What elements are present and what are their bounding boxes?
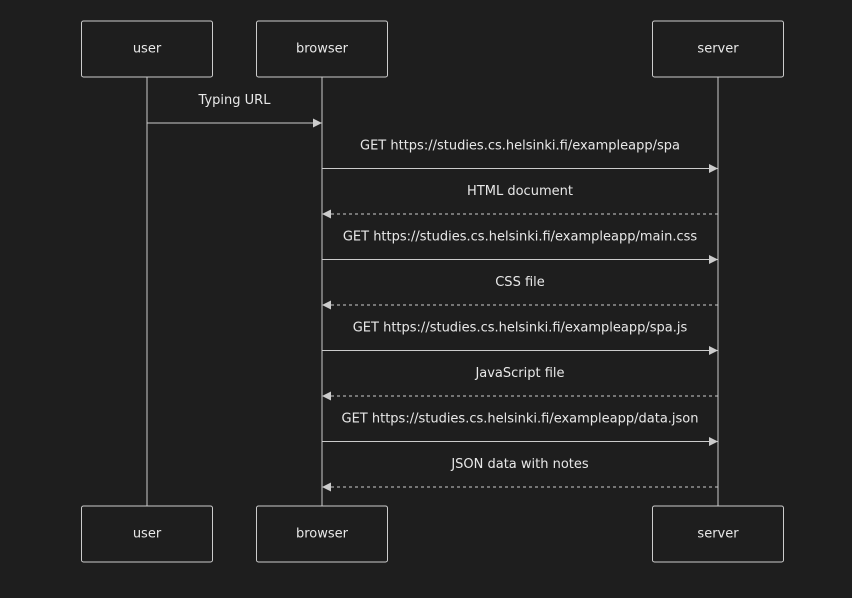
lifelines (146, 77, 719, 506)
message-label: HTML document (467, 184, 573, 199)
message-5: GET https://studies.cs.helsinki.fi/examp… (322, 321, 718, 355)
participants-bottom: user browser server (81, 505, 784, 563)
message-label: CSS file (495, 275, 545, 290)
participant-server-top: server (652, 20, 784, 78)
participant-box (256, 20, 388, 78)
message-6: JavaScript file (322, 366, 718, 401)
message-3: GET https://studies.cs.helsinki.fi/examp… (322, 230, 718, 264)
participant-box (81, 20, 213, 78)
messages: Typing URL GET https://studies.cs.helsink… (147, 93, 718, 492)
participant-user-top: user (81, 20, 213, 78)
message-label: JavaScript file (474, 366, 564, 381)
participant-label: server (697, 42, 739, 57)
participant-box (81, 505, 213, 563)
message-label: JSON data with notes (450, 457, 589, 472)
message-label: GET https://studies.cs.helsinki.fi/examp… (343, 230, 698, 245)
message-label: GET https://studies.cs.helsinki.fi/examp… (353, 321, 688, 336)
message-4: CSS file (322, 275, 718, 310)
participants-top: user browser server (81, 20, 784, 78)
participant-label: server (697, 527, 739, 542)
message-8: JSON data with notes (322, 457, 718, 492)
participant-label: browser (296, 527, 349, 542)
participant-user-bottom: user (81, 505, 213, 563)
message-label: GET https://studies.cs.helsinki.fi/examp… (360, 139, 680, 154)
message-label: GET https://studies.cs.helsinki.fi/examp… (342, 412, 699, 427)
message-1: GET https://studies.cs.helsinki.fi/examp… (322, 139, 718, 173)
message-2: HTML document (322, 184, 718, 219)
message-label: Typing URL (198, 93, 272, 108)
message-7: GET https://studies.cs.helsinki.fi/examp… (322, 412, 718, 446)
participant-browser-bottom: browser (256, 505, 388, 563)
participant-server-bottom: server (652, 505, 784, 563)
participant-label: user (133, 527, 162, 542)
participant-label: browser (296, 42, 349, 57)
participant-box (652, 20, 784, 78)
participant-box (256, 505, 388, 563)
participant-browser-top: browser (256, 20, 388, 78)
message-0: Typing URL (147, 93, 322, 128)
participant-box (652, 505, 784, 563)
participant-label: user (133, 42, 162, 57)
